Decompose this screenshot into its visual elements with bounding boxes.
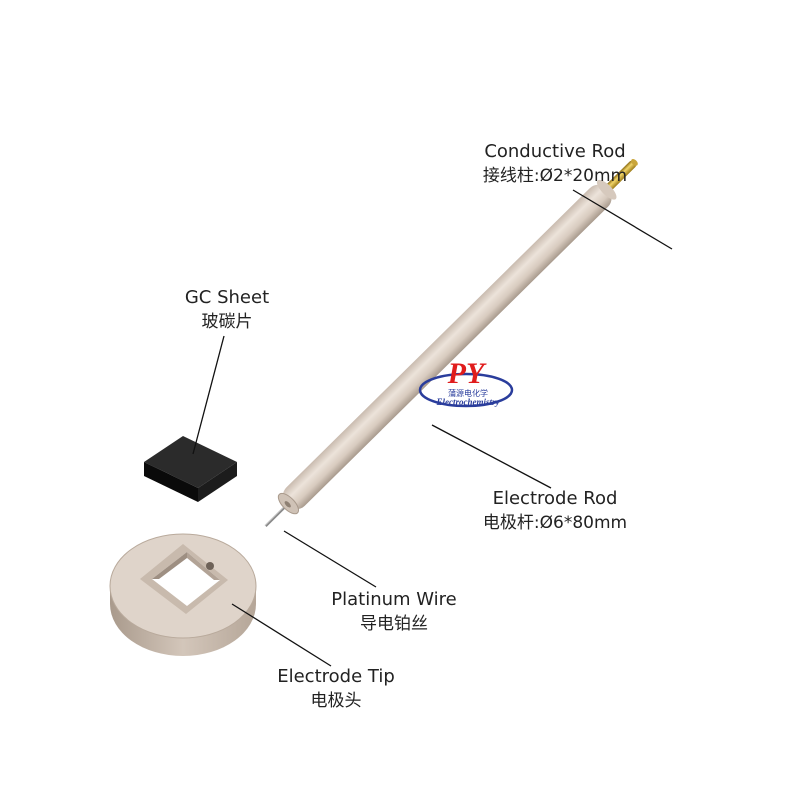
label-gc-sheet: GC Sheet 玻碳片 [167,285,287,335]
logo-swoosh [418,372,514,408]
label-platinum-wire-zh: 导电铂丝 [360,614,428,634]
leader-platinum-wire [283,530,377,588]
leader-electrode-tip [231,603,332,667]
label-platinum-wire-en: Platinum Wire [331,589,457,610]
gc-sheet [144,436,237,502]
label-conductive-rod: Conductive Rod 接线柱:Ø2*20mm [455,139,655,189]
electrode-tip [109,533,257,656]
leader-conductive-rod [572,189,673,250]
label-platinum-wire: Platinum Wire 导电铂丝 [314,587,474,637]
electrode-rod [282,184,612,510]
label-electrode-tip-zh: 电极头 [310,691,362,711]
label-electrode-tip: Electrode Tip 电极头 [256,664,416,714]
label-electrode-tip-en: Electrode Tip [277,666,395,687]
label-gc-sheet-en: GC Sheet [184,287,270,308]
label-electrode-rod: Electrode Rod 电极杆:Ø6*80mm [455,486,655,536]
leader-lines [192,189,673,667]
tip-screw-hole [206,562,214,570]
logo-letters: PY [447,357,487,390]
label-electrode-rod-en: Electrode Rod [492,488,618,509]
label-conductive-rod-en: Conductive Rod [484,141,626,162]
py-logo: PY 蒲源电化学 Electrochemistry [418,357,514,408]
logo-chinese: 蒲源电化学 [448,388,488,398]
label-conductive-rod-zh: 接线柱:Ø2*20mm [482,166,628,186]
label-gc-sheet-zh: 玻碳片 [201,312,253,332]
leader-gc-sheet [192,335,225,455]
electrode-rod-assembly [264,159,638,527]
leader-electrode-rod [431,424,552,489]
label-electrode-rod-zh: 电极杆:Ø6*80mm [482,513,628,533]
platinum-wire [264,504,288,527]
logo-english: Electrochemistry [436,397,501,407]
